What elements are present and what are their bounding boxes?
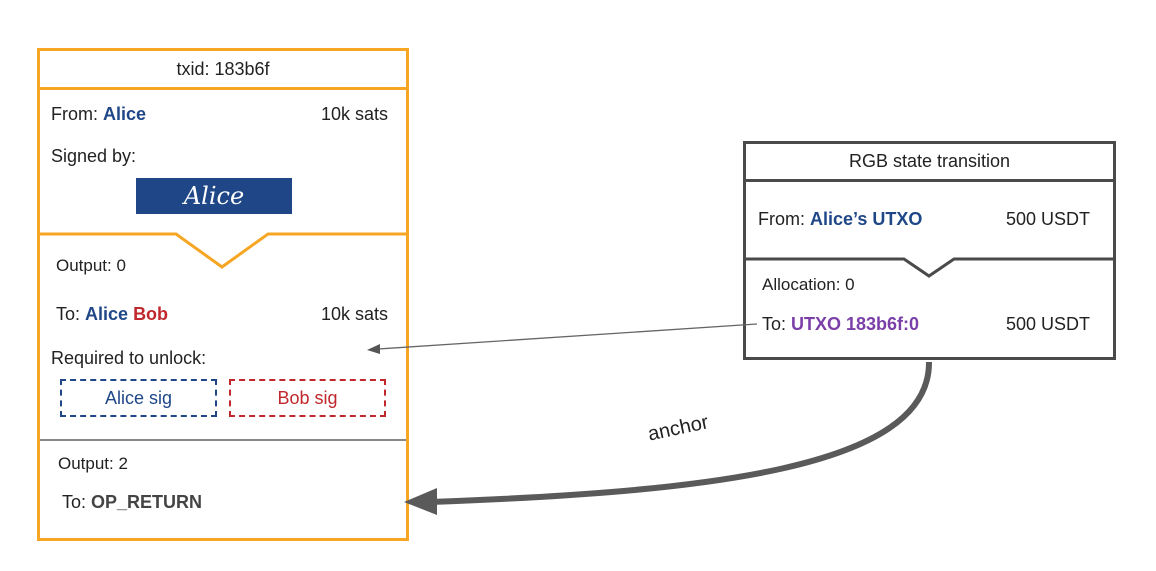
output2-label: Output: 2 [58,454,128,473]
rgb-header: RGB state transition [743,141,1116,182]
anchor-arrow-head [404,488,437,515]
tx-to: To: Alice Bob [56,304,169,324]
tx-header: txid: 183b6f [37,48,409,90]
rgb-notch-separator [746,257,1113,278]
output0-label: Output: 0 [56,256,126,275]
allocation-label: Allocation: 0 [762,275,855,294]
tx-from: From: Alice [51,104,147,124]
required-label: Required to unlock: [51,348,207,368]
to-bob: Bob [133,304,169,324]
rgb-from: From: Alice’s UTXO [758,209,923,229]
op-return-line: To: OP_RETURN [62,492,203,512]
signed-by-label: Signed by: [51,146,137,166]
rgb-to-amount: 500 USDT [1006,314,1091,334]
alice-sig-box: Alice sig [60,379,217,417]
tx-from-name: Alice [103,104,147,124]
bob-sig-box: Bob sig [229,379,386,417]
tx-to-amount: 10k sats [321,304,389,324]
output-divider [40,439,406,441]
rgb-to: To: UTXO 183b6f:0 [762,314,920,334]
alice-signature: Alice [136,178,292,214]
tx-from-amount: 10k sats [321,104,389,124]
op-return: OP_RETURN [91,492,203,512]
anchor-arrow-curve [429,361,933,505]
allocation-arrow-head [367,344,380,354]
rgb-from-name: Alice’s UTXO [810,209,923,229]
to-alice: Alice [85,304,129,324]
rgb-from-amount: 500 USDT [1006,209,1091,229]
rgb-to-utxo: UTXO 183b6f:0 [791,314,920,334]
tx-notch-separator [40,232,406,269]
allocation-arrow-line [377,323,758,350]
